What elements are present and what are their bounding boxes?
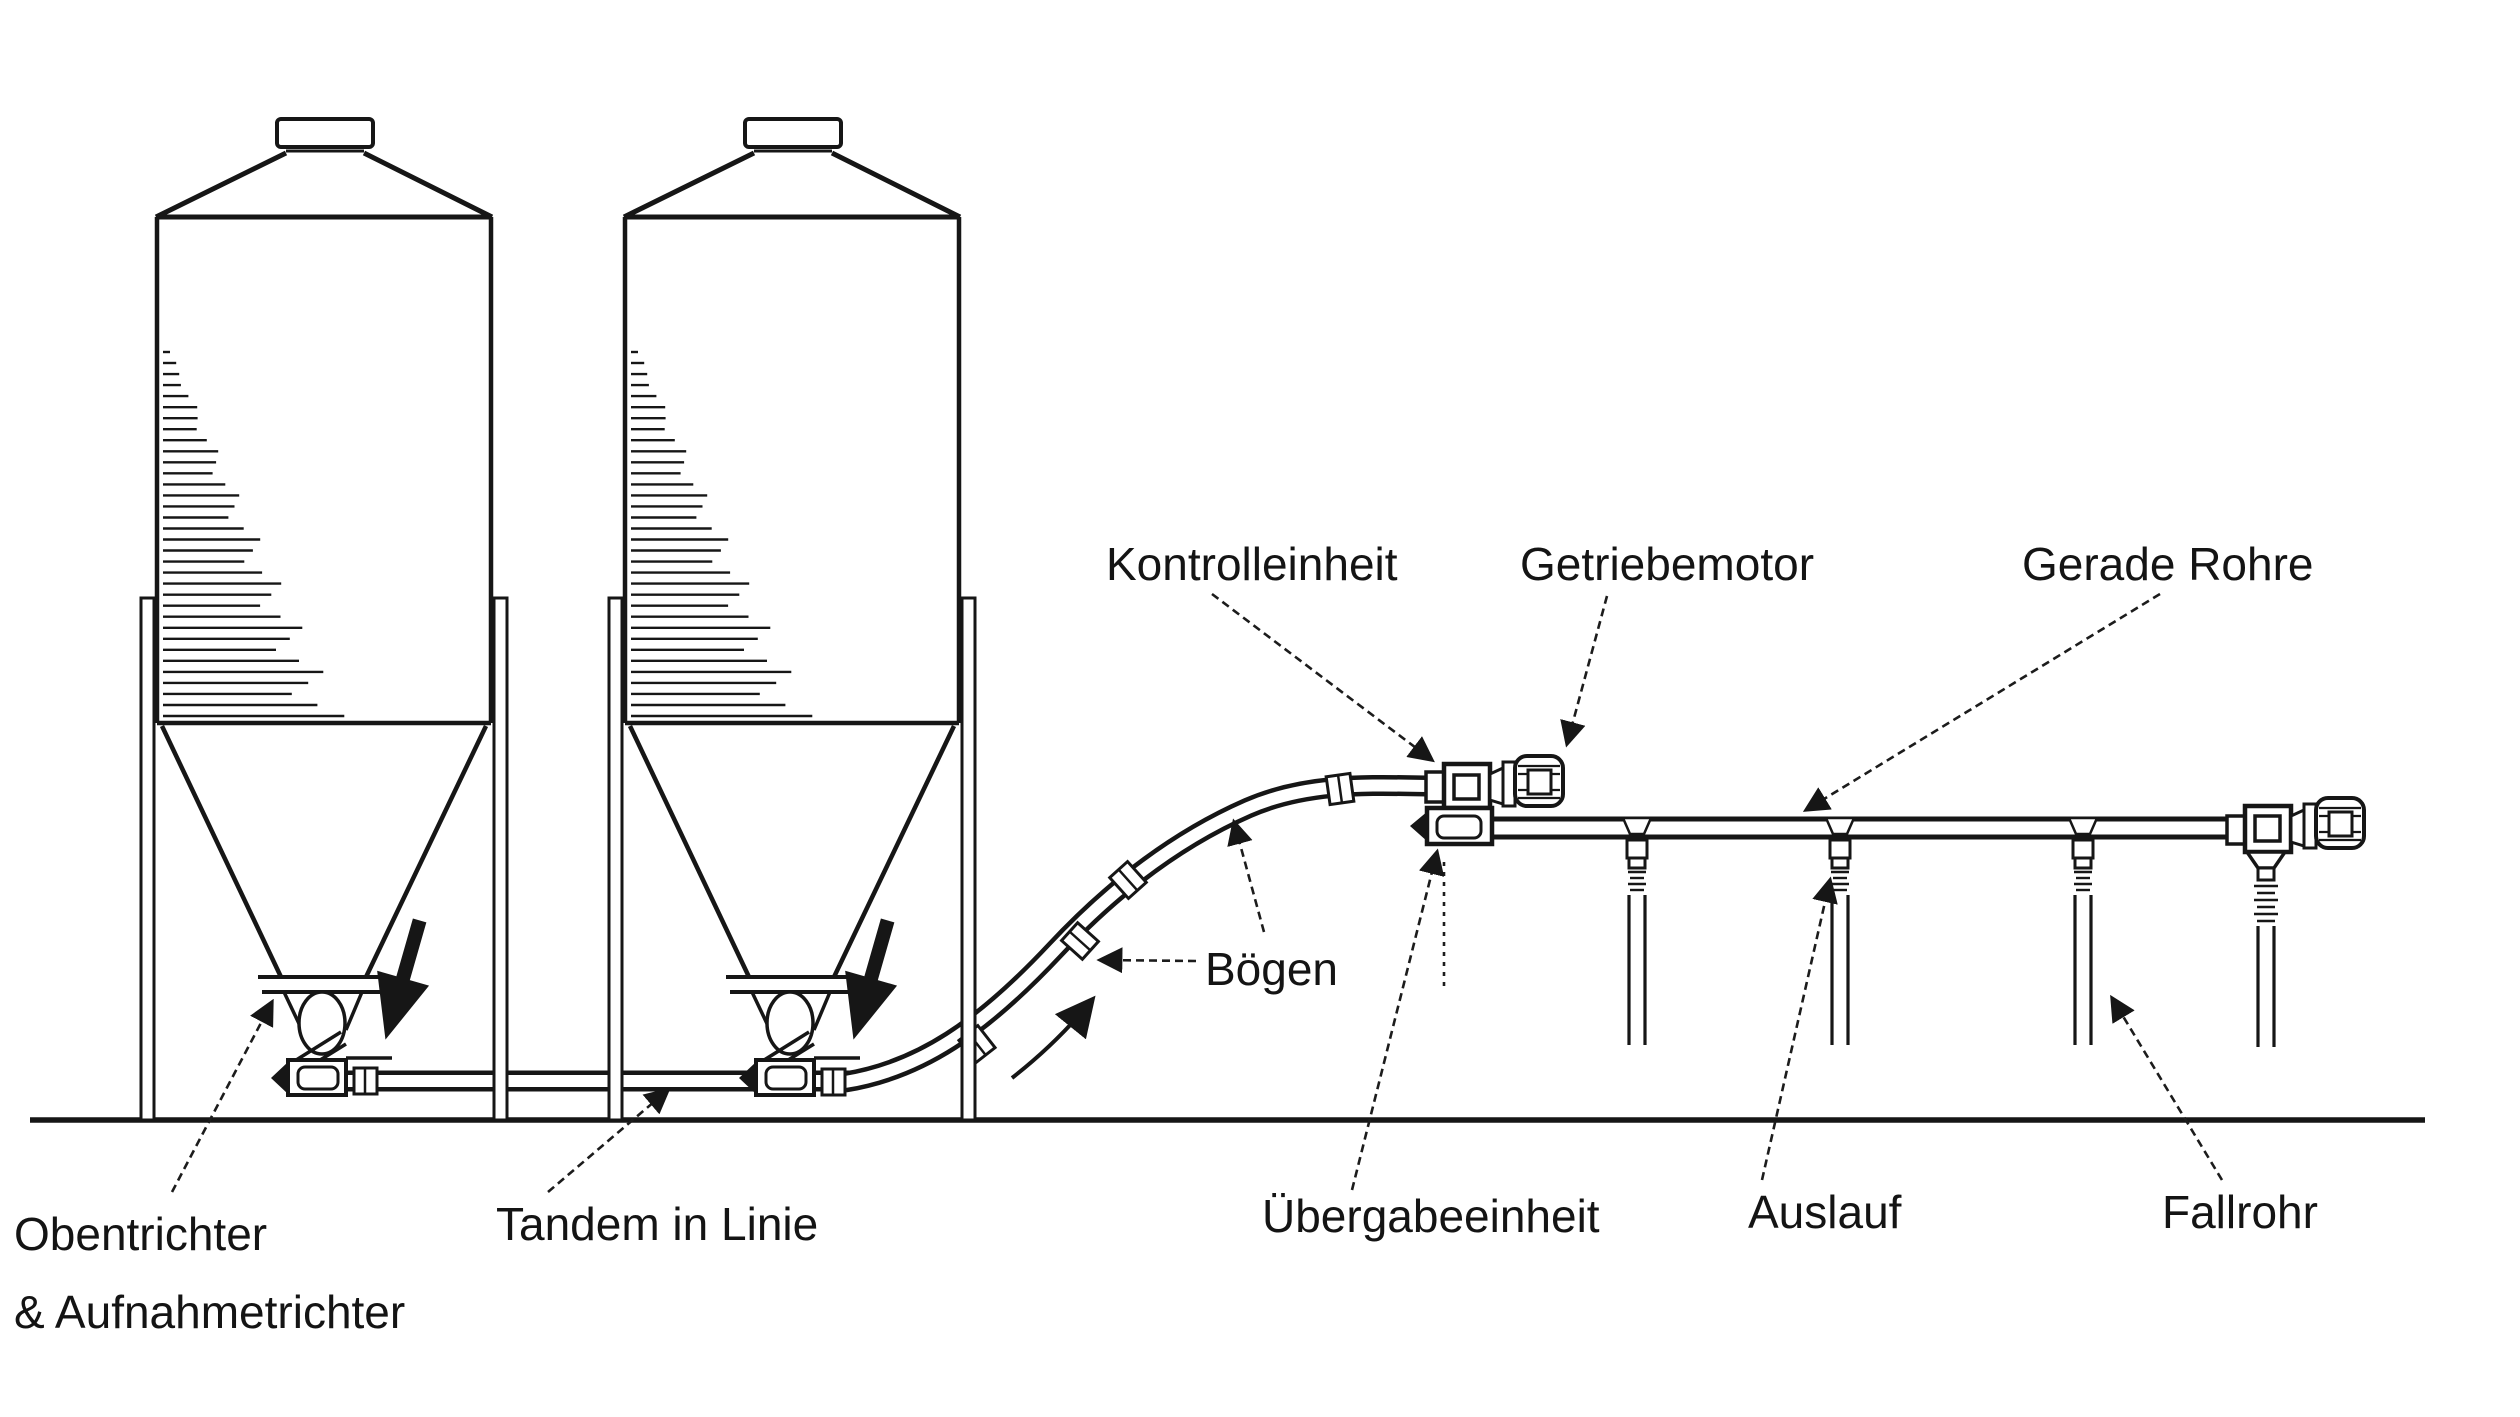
label-gerade-rohre: Gerade Rohre xyxy=(2022,538,2314,590)
gear-motor xyxy=(1488,754,1565,808)
leader-boegen-2 xyxy=(1227,818,1266,933)
silo-1-fill-hatching xyxy=(163,350,345,718)
leader-kontrolleinheit xyxy=(1211,592,1435,763)
flow-direction-arrow xyxy=(1010,995,1096,1080)
outlet-2 xyxy=(1824,816,1856,1045)
leader-auslauf xyxy=(1760,876,1838,1181)
outlet-1 xyxy=(1621,816,1653,1045)
outlet-3 xyxy=(2067,816,2099,1045)
control-assembly xyxy=(1410,754,1565,988)
inlet-flange xyxy=(1424,770,1446,804)
silo-2-fill-hatching xyxy=(631,350,813,718)
silo-2 xyxy=(609,119,975,1120)
leader-tandem xyxy=(547,1087,671,1193)
silo-1 xyxy=(141,119,507,1120)
end-funnel xyxy=(2243,850,2289,870)
end-drive-unit xyxy=(2225,796,2366,1047)
leader-boegen-1 xyxy=(1096,947,1197,974)
outlets xyxy=(1621,816,2099,1045)
label-tandem-in-linie: Tandem in Linie xyxy=(496,1198,818,1250)
label-boegen: Bögen xyxy=(1205,943,1338,995)
label-auslauf: Auslauf xyxy=(1748,1186,1902,1238)
leader-fallrohr xyxy=(2110,994,2224,1181)
curved-pipe-boegen xyxy=(843,774,1437,1093)
leader-uebergabeeinheit xyxy=(1350,848,1445,1191)
transfer-unit xyxy=(1410,805,1495,847)
leader-getriebemotor xyxy=(1560,595,1609,748)
label-fallrohr: Fallrohr xyxy=(2162,1186,2318,1238)
label-obentrichter-line1: Obentrichter xyxy=(14,1208,267,1260)
leader-obentrichter xyxy=(170,998,274,1193)
leader-gerade-rohre xyxy=(1802,592,2161,812)
end-gear-motor xyxy=(2289,796,2366,850)
label-kontrolleinheit: Kontrolleinheit xyxy=(1106,538,1398,590)
label-obentrichter-line2: & Aufnahmetrichter xyxy=(14,1286,405,1338)
label-uebergabeeinheit: Übergabeeinheit xyxy=(1262,1190,1600,1242)
label-getriebemotor: Getriebemotor xyxy=(1520,538,1814,590)
